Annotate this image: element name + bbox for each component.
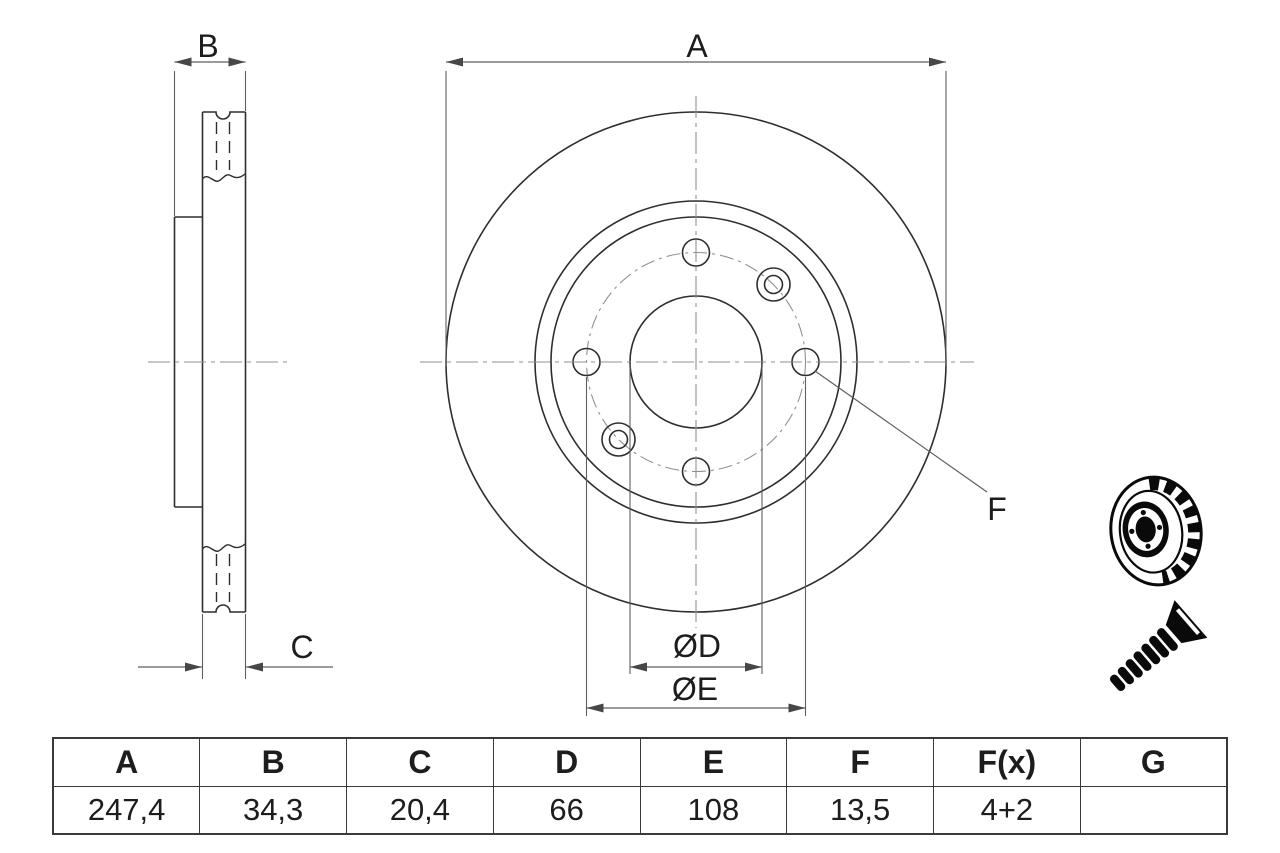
disc-icon-hole bbox=[1129, 528, 1135, 534]
table-header: E bbox=[639, 737, 788, 787]
arrowhead bbox=[228, 57, 246, 67]
screw-thread bbox=[1156, 628, 1178, 651]
arrowhead bbox=[174, 57, 192, 67]
dim-label-f: F bbox=[987, 491, 1007, 527]
dim-label-d: ØD bbox=[673, 628, 721, 664]
table-header: G bbox=[1079, 737, 1228, 787]
brake-disc-3d-icon bbox=[1109, 475, 1203, 587]
dim-label-b: B bbox=[197, 28, 219, 64]
screw-hole-lower-inner bbox=[608, 429, 629, 450]
table-header: F(x) bbox=[933, 737, 1081, 787]
dimension-annotations bbox=[138, 57, 988, 716]
countersunk-screw-icon bbox=[1109, 600, 1208, 691]
side-view bbox=[148, 111, 287, 613]
table-value: 4+2 bbox=[933, 785, 1081, 835]
ring-top-edge-vent-notch bbox=[202, 111, 246, 120]
table-header: B bbox=[199, 737, 347, 787]
screw-hole-upper-outer bbox=[756, 267, 791, 302]
arrowhead bbox=[745, 662, 762, 672]
disc-icon-hole bbox=[1140, 509, 1146, 516]
dim-label-e: ØE bbox=[671, 671, 719, 707]
screw-hole-upper-inner bbox=[763, 274, 784, 295]
table-value bbox=[1079, 785, 1228, 835]
table-value: 34,3 bbox=[199, 785, 347, 835]
dimension-table: A B C D E F F(x) G 247,4 34,3 20,4 66 10… bbox=[52, 737, 1228, 835]
bolt-hole-top bbox=[681, 238, 711, 267]
screw-thread bbox=[1117, 666, 1135, 685]
screw-thread bbox=[1125, 659, 1143, 678]
table-header: D bbox=[492, 737, 641, 787]
table-header: A bbox=[52, 737, 201, 787]
table-value: 20,4 bbox=[346, 785, 494, 835]
arrowhead bbox=[586, 703, 604, 713]
table-header: C bbox=[346, 737, 494, 787]
screw-thread bbox=[1133, 651, 1152, 671]
technical-drawing-canvas bbox=[138, 57, 1208, 716]
screw-head-slot bbox=[1175, 608, 1200, 636]
dim-label-c: C bbox=[290, 629, 314, 665]
table-value-row: 247,4 34,3 20,4 66 108 13,5 4+2 bbox=[52, 785, 1228, 835]
table-header-row: A B C D E F F(x) G bbox=[52, 737, 1228, 787]
arrowhead bbox=[788, 703, 806, 713]
table-header: F bbox=[786, 737, 934, 787]
screw-thread bbox=[1141, 643, 1161, 665]
screw-thread bbox=[1109, 674, 1126, 691]
screw-hole-lower-outer bbox=[601, 422, 636, 457]
break-line bbox=[201, 543, 246, 552]
table-value: 108 bbox=[639, 785, 788, 835]
front-view bbox=[420, 96, 974, 628]
arrowhead bbox=[630, 662, 647, 672]
disc-icon-vent-rim bbox=[1148, 478, 1201, 584]
table-value: 13,5 bbox=[786, 785, 934, 835]
dim-label-a: A bbox=[686, 28, 708, 64]
arrowhead bbox=[246, 662, 263, 672]
disc-icon-bore bbox=[1135, 516, 1156, 543]
leader-line-f bbox=[814, 370, 988, 493]
arrowhead bbox=[929, 57, 946, 67]
table-value: 247,4 bbox=[52, 785, 201, 835]
disc-icon-hole bbox=[1156, 524, 1163, 531]
arrowhead bbox=[185, 662, 202, 672]
screw-thread bbox=[1149, 635, 1170, 658]
ring-bottom-edge-vent-notch bbox=[202, 604, 246, 613]
disc-icon-hole bbox=[1145, 543, 1151, 549]
screw-head bbox=[1165, 600, 1208, 644]
break-line bbox=[201, 173, 246, 182]
table-value: 66 bbox=[492, 785, 641, 835]
arrowhead bbox=[446, 57, 463, 67]
